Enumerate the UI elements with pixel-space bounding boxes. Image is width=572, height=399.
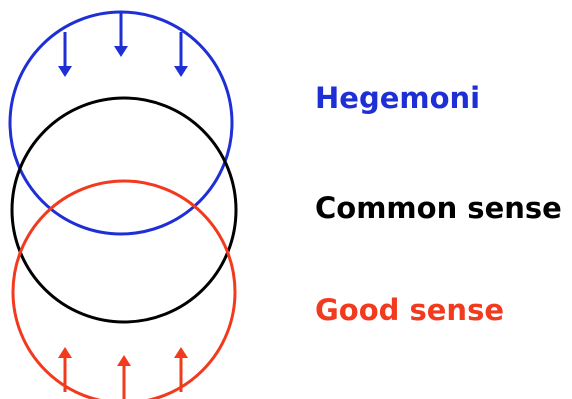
down-arrow-icon (174, 32, 188, 77)
up-arrow-icon (58, 347, 72, 392)
bottom-arrows-group (58, 347, 188, 399)
common-sense-circle (10, 96, 238, 324)
up-arrow-icon (117, 355, 131, 399)
top-arrows-group (58, 12, 188, 77)
down-arrow-icon (114, 12, 128, 57)
up-arrow-icon (174, 347, 188, 392)
down-arrow-icon (58, 32, 72, 77)
good-sense-circle (11, 179, 237, 399)
common-sense-label: Common sense (315, 191, 562, 225)
hegemoni-label: Hegemoni (315, 81, 481, 115)
good-sense-label: Good sense (315, 293, 505, 327)
